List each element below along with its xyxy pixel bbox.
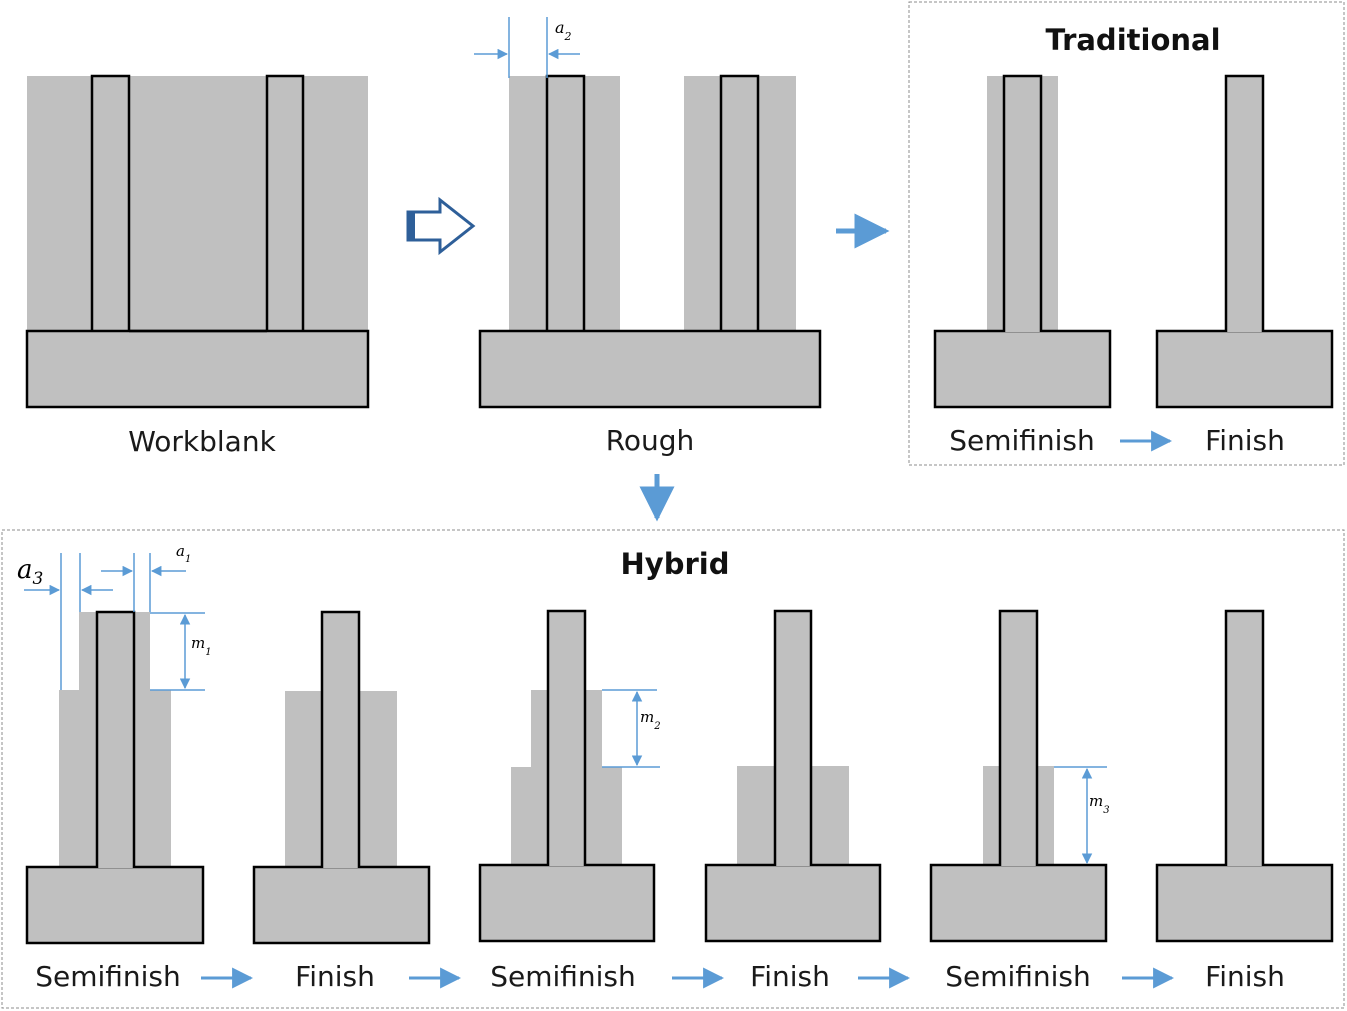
hybrid-step-2-label: Finish bbox=[295, 960, 375, 993]
a1-symbol: a bbox=[176, 542, 185, 560]
hollow-arrow-icon bbox=[406, 196, 476, 256]
a2-symbol: a bbox=[555, 18, 565, 37]
traditional-step-1-label: Semifinish bbox=[949, 424, 1095, 457]
svg-text:m1: m1 bbox=[191, 634, 212, 658]
a3-subscript: 3 bbox=[33, 569, 44, 589]
workblank-stock bbox=[27, 76, 368, 332]
rough-figure bbox=[478, 74, 822, 409]
a2-subscript: 2 bbox=[564, 30, 572, 43]
hybrid-dimension-a3-a1-m1: a3 a1 m1 bbox=[17, 542, 212, 691]
traditional-finish-figure bbox=[1155, 74, 1334, 409]
m2-symbol: m bbox=[640, 708, 654, 726]
workblank-base bbox=[25, 329, 370, 409]
workblank-rib-left bbox=[90, 74, 131, 332]
m2-subscript: 2 bbox=[653, 721, 660, 732]
svg-text:m3: m3 bbox=[1089, 792, 1110, 816]
svg-text:a2: a2 bbox=[555, 18, 572, 43]
rough-dimension-a2: a2 bbox=[474, 17, 580, 78]
svg-text:a1: a1 bbox=[176, 542, 191, 565]
hybrid-dimension-m3: m3 bbox=[1054, 766, 1110, 865]
rough-base bbox=[478, 329, 822, 409]
hybrid-title: Hybrid bbox=[621, 547, 730, 581]
hybrid-step-1-figure bbox=[25, 610, 205, 945]
hybrid-step-3-label: Semifinish bbox=[490, 960, 636, 993]
hybrid-step-3-figure bbox=[478, 609, 656, 943]
hybrid-step-2-figure bbox=[252, 610, 431, 945]
rough-stock-right bbox=[684, 76, 796, 332]
rough-label: Rough bbox=[606, 424, 695, 457]
traditional-semifinish-figure bbox=[933, 74, 1112, 409]
hybrid-step-4-label: Finish bbox=[750, 960, 830, 993]
traditional-box bbox=[908, 1, 1345, 466]
hybrid-step-4-figure bbox=[704, 609, 882, 943]
m1-subscript: 1 bbox=[205, 647, 211, 658]
m1-symbol: m bbox=[191, 634, 205, 652]
hybrid-step-6-label: Finish bbox=[1205, 960, 1285, 993]
m3-symbol: m bbox=[1089, 792, 1103, 810]
svg-text:a3: a3 bbox=[17, 555, 43, 589]
hybrid-step-5-figure bbox=[929, 609, 1108, 943]
workblank-label: Workblank bbox=[128, 425, 276, 458]
hybrid-dimension-m2: m2 bbox=[602, 689, 661, 768]
workblank-figure bbox=[25, 74, 370, 409]
traditional-step-2-label: Finish bbox=[1205, 424, 1285, 457]
a1-subscript: 1 bbox=[185, 554, 191, 565]
hybrid-step-1-label: Semifinish bbox=[35, 960, 181, 993]
rough-stock-left bbox=[509, 76, 620, 332]
workblank-rib-right bbox=[265, 74, 305, 332]
svg-text:m2: m2 bbox=[640, 708, 661, 732]
hybrid-step-6-figure bbox=[1155, 609, 1334, 943]
hybrid-step-5-label: Semifinish bbox=[945, 960, 1091, 993]
hybrid-box bbox=[1, 529, 1345, 1009]
m3-subscript: 3 bbox=[1103, 805, 1109, 816]
a3-symbol: a bbox=[17, 555, 33, 585]
traditional-title: Traditional bbox=[1045, 23, 1220, 57]
